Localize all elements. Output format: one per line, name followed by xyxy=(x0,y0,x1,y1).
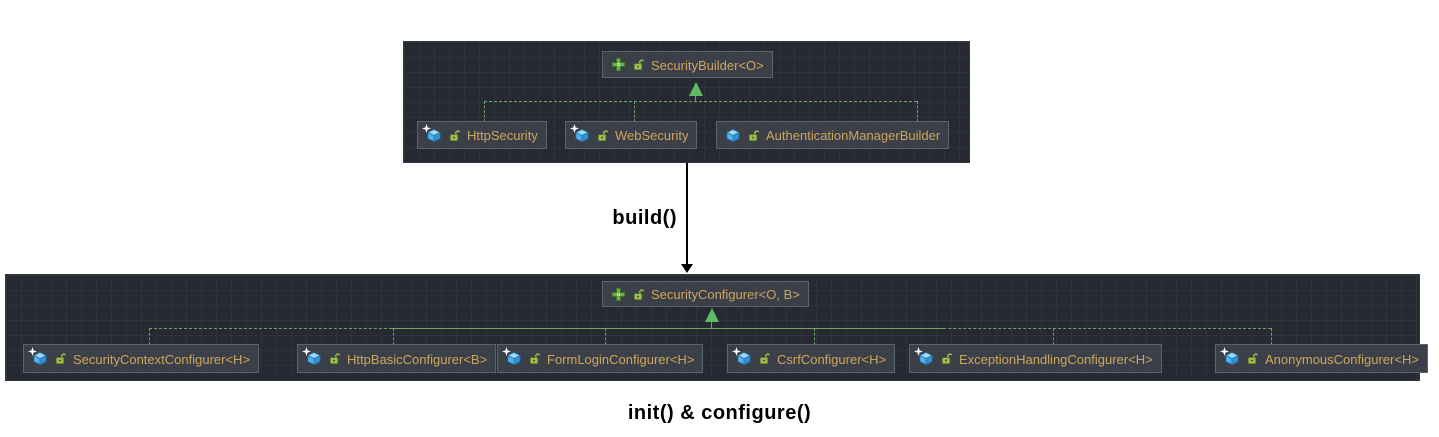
inheritance-riser-exceptionhandling xyxy=(1053,328,1054,345)
inheritance-riser-websecurity xyxy=(634,101,635,122)
class-node-securitycontextconfigurer[interactable]: SecurityContextConfigurer<H> xyxy=(23,344,260,373)
build-arrowhead xyxy=(681,264,693,273)
class-node-label: HttpBasicConfigurer<B> xyxy=(347,351,488,367)
inheritance-arrowhead xyxy=(689,82,703,96)
unlock-icon xyxy=(758,352,771,365)
init-configure-label: init() & configure() xyxy=(627,402,812,424)
interface-icon xyxy=(611,287,626,302)
class-node-exceptionhandlingconfigurer[interactable]: ExceptionHandlingConfigurer<H> xyxy=(909,344,1162,373)
sparkle-icon xyxy=(1220,347,1229,356)
sparkle-icon xyxy=(732,347,741,356)
sparkle-icon xyxy=(502,347,511,356)
class-icon xyxy=(502,347,522,366)
build-label: build() xyxy=(612,207,677,229)
class-node-label: ExceptionHandlingConfigurer<H> xyxy=(959,351,1153,367)
class-icon xyxy=(570,123,590,143)
unlock-icon xyxy=(940,352,953,365)
class-node-csrfconfigurer[interactable]: CsrfConfigurer<H> xyxy=(727,344,896,373)
interface-node-label: SecurityConfigurer<O, B> xyxy=(651,287,800,302)
class-node-label: CsrfConfigurer<H> xyxy=(777,351,887,367)
unlock-icon xyxy=(448,129,461,142)
sparkle-icon xyxy=(914,347,923,356)
class-icon xyxy=(725,128,741,143)
sparkle-icon xyxy=(422,123,431,133)
unlock-icon xyxy=(596,129,609,142)
sparkle-icon xyxy=(28,347,37,356)
inheritance-riser-httpsecurity xyxy=(484,101,485,122)
unlock-icon xyxy=(528,352,541,365)
unlock-icon xyxy=(1246,352,1259,365)
interface-node-securityconfigurer[interactable]: SecurityConfigurer<O, B> xyxy=(602,281,809,307)
unlock-icon xyxy=(54,352,67,365)
inheritance-bus-line xyxy=(484,101,917,102)
class-icon xyxy=(1220,347,1240,366)
class-icon xyxy=(302,347,322,366)
class-node-label: HttpSecurity xyxy=(467,128,538,143)
class-node-authenticationmanagerbuilder[interactable]: AuthenticationManagerBuilder xyxy=(716,121,950,149)
class-node-httpsecurity[interactable]: HttpSecurity xyxy=(417,121,547,149)
class-icon xyxy=(422,123,442,143)
class-node-label: AuthenticationManagerBuilder xyxy=(766,128,941,143)
inheritance-riser-securitycontext xyxy=(149,328,150,345)
inheritance-bus-line-solid-segment xyxy=(391,328,946,329)
class-node-label: WebSecurity xyxy=(615,128,689,143)
inheritance-stem xyxy=(695,95,696,101)
inheritance-riser-httpbasic xyxy=(393,328,394,345)
class-icon xyxy=(914,347,934,366)
inheritance-stem xyxy=(711,321,712,328)
interface-node-securitybuilder[interactable]: SecurityBuilder<O> xyxy=(602,51,773,78)
class-node-anonymousconfigurer[interactable]: AnonymousConfigurer<H> xyxy=(1215,344,1428,373)
unlock-icon xyxy=(632,58,645,71)
class-node-label: FormLoginConfigurer<H> xyxy=(547,351,695,367)
class-icon xyxy=(28,347,48,366)
sparkle-icon xyxy=(302,347,311,356)
class-node-label: SecurityContextConfigurer<H> xyxy=(73,351,251,367)
inheritance-riser-formlogin xyxy=(605,328,606,345)
unlock-icon xyxy=(328,352,341,365)
inheritance-arrowhead xyxy=(705,308,719,322)
inheritance-riser-anonymous xyxy=(1271,328,1272,345)
interface-icon xyxy=(611,57,626,72)
class-node-httpbasicconfigurer[interactable]: HttpBasicConfigurer<B> xyxy=(297,344,497,373)
unlock-icon xyxy=(747,129,760,142)
class-node-label: AnonymousConfigurer<H> xyxy=(1265,351,1419,367)
build-arrow-line xyxy=(686,163,688,267)
inheritance-riser-csrf xyxy=(814,328,815,345)
class-node-websecurity[interactable]: WebSecurity xyxy=(565,121,698,149)
class-icon xyxy=(732,347,752,366)
class-node-formloginconfigurer[interactable]: FormLoginConfigurer<H> xyxy=(497,344,704,373)
inheritance-riser-authmanagerbuilder xyxy=(917,101,918,122)
interface-node-label: SecurityBuilder<O> xyxy=(651,57,764,73)
unlock-icon xyxy=(632,288,645,301)
sparkle-icon xyxy=(570,123,579,133)
